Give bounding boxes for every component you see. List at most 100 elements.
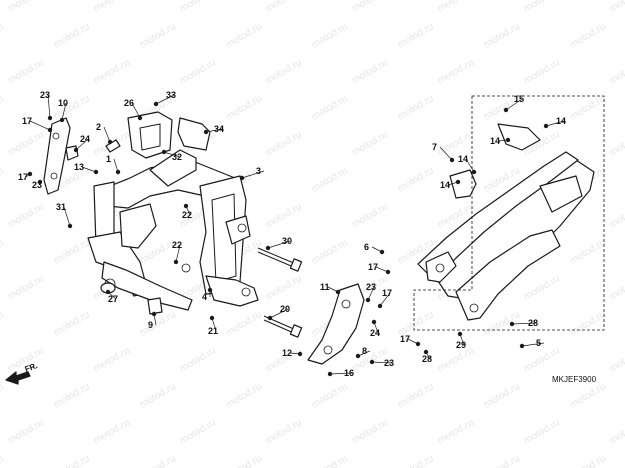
watermark-text: motod.ru (178, 57, 218, 86)
watermark-text: motod.ru (6, 417, 46, 446)
callout-leader (447, 181, 459, 186)
callout-leader (29, 120, 51, 131)
callout-leader (545, 120, 565, 127)
part-callout-11: 11 (320, 282, 330, 292)
frame-hole (241, 287, 251, 297)
callout-leader (465, 158, 475, 173)
part-callout-2: 2 (96, 122, 101, 132)
front-direction-arrow: FR. (5, 361, 39, 385)
part-callout-27: 27 (108, 294, 118, 304)
watermark-text: motod.ru (6, 201, 46, 230)
subframe-lower-stay (455, 229, 561, 321)
watermark-text: motod.ru (436, 417, 476, 446)
watermark-text: motod.ru (92, 57, 132, 86)
watermark-text: motod.ru (396, 93, 436, 122)
part-callout-17: 17 (368, 262, 378, 272)
watermark-text: motod.ru (264, 273, 304, 302)
part-callout-20: 20 (280, 304, 290, 314)
part-callout-33: 33 (166, 90, 176, 100)
callout-leader (289, 352, 301, 355)
watermark-text: motod.ru (608, 129, 625, 158)
watermark-text: motod.ru (482, 381, 522, 410)
callout-leader (81, 166, 97, 173)
watermark-text: motod.ru (568, 381, 608, 410)
part-callout-23: 23 (384, 358, 394, 368)
callout-leader (103, 126, 111, 143)
watermark-text: motod.ru (396, 453, 436, 468)
pivot-plate-inner (211, 193, 237, 283)
watermark-text: motod.ru (224, 93, 264, 122)
watermark-text: motod.ru (224, 21, 264, 50)
part-callout-14: 14 (556, 116, 566, 126)
main-frame-cross-tube (149, 149, 197, 187)
watermark-text: motod.ru (310, 93, 350, 122)
part-callout-30: 30 (282, 236, 292, 246)
watermark-text: motod.ru (138, 21, 178, 50)
watermark-text: motod.ru (350, 57, 390, 86)
watermark-text: motod.ru (224, 309, 264, 338)
small-clip (105, 139, 121, 153)
part-callout-13: 13 (74, 162, 84, 172)
watermark-text: motod.ru (608, 345, 625, 374)
watermark-text: motod.ru (0, 21, 6, 50)
callout-leader (521, 342, 545, 347)
part-callout-3: 3 (256, 166, 261, 176)
watermark-text: motod.ru (522, 345, 562, 374)
watermark-text: motod.ru (522, 273, 562, 302)
callout-leader (511, 322, 537, 325)
callout-leader (425, 351, 431, 360)
watermark-text: motod.ru (264, 201, 304, 230)
watermark-text: motod.ru (482, 21, 522, 50)
callout-leader (407, 338, 419, 345)
watermark-text: motod.ru (0, 309, 6, 338)
watermark-text: motod.ru (0, 237, 6, 266)
seat-lock-bracket (449, 169, 477, 199)
callout-leader (375, 266, 389, 273)
part-callout-23: 23 (40, 90, 50, 100)
part-callout-4: 4 (202, 292, 207, 302)
watermark-text: motod.ru (396, 21, 436, 50)
watermark-text: motod.ru (264, 129, 304, 158)
watermark-text: motod.ru (522, 417, 562, 446)
part-callout-12: 12 (282, 348, 292, 358)
watermark-text: motod.ru (264, 57, 304, 86)
watermark-text: motod.ru (568, 21, 608, 50)
pivot-boss (225, 215, 251, 245)
watermark-text: motod.ru (350, 417, 390, 446)
part-callout-10: 10 (58, 98, 68, 108)
watermark-text: motod.ru (52, 381, 92, 410)
part-callout-23: 23 (366, 282, 376, 292)
callout-leader (75, 138, 89, 151)
watermark-text: motod.ru (92, 417, 132, 446)
callout-leader (327, 286, 339, 293)
watermark-text: motod.ru (178, 345, 218, 374)
direction-label: FR. (24, 361, 39, 374)
watermark-text: motod.ru (138, 453, 178, 468)
watermark-text: motod.ru (608, 273, 625, 302)
watermark-text: motod.ru (396, 381, 436, 410)
part-callout-9: 9 (148, 320, 153, 330)
watermark-text: motod.ru (6, 129, 46, 158)
frame-hole (237, 223, 247, 233)
callout-leader (25, 173, 31, 178)
watermark-text: motod.ru (224, 453, 264, 468)
callout-leader (459, 333, 465, 346)
lower-bracket (205, 275, 259, 307)
subframe-front-mount (425, 251, 457, 283)
callout-leader (357, 350, 371, 357)
rubber-cover (177, 117, 211, 151)
watermark-text: motod.ru (6, 57, 46, 86)
part-callout-31: 31 (56, 202, 66, 212)
watermark-text: motod.ru (310, 381, 350, 410)
callout-leader (505, 98, 523, 111)
watermark-text: motod.ru (350, 129, 390, 158)
diagram-code: MKJEF3900 (552, 375, 597, 384)
watermark-text: motod.ru (608, 0, 625, 15)
callout-leader (371, 361, 393, 364)
watermark-text: motod.ru (52, 453, 92, 468)
footrest-plate (307, 283, 365, 365)
callout-leader (329, 372, 353, 375)
part-callout-17: 17 (18, 172, 28, 182)
watermark-text: motod.ru (436, 57, 476, 86)
